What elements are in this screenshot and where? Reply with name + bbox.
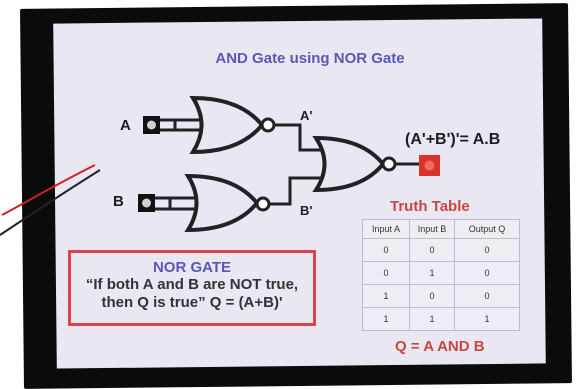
wire-b bbox=[155, 196, 198, 211]
cell: 0 bbox=[454, 238, 520, 262]
pushbutton-a bbox=[143, 116, 160, 134]
cell: 0 bbox=[362, 261, 410, 285]
nor-gate-1 bbox=[189, 95, 265, 155]
nor-box-line2: then Q is true” Q = (A+B)' bbox=[101, 294, 283, 311]
truth-table-title: Truth Table bbox=[390, 198, 470, 215]
table-row: 1 1 1 bbox=[362, 307, 520, 331]
cell: 1 bbox=[362, 307, 410, 331]
header-input-a: Input A bbox=[362, 219, 410, 239]
nor-gate-3-bubble bbox=[381, 156, 397, 172]
cell: 1 bbox=[362, 284, 410, 308]
nor-gate-2-bubble bbox=[255, 196, 271, 212]
table-row: 0 1 0 bbox=[362, 261, 520, 285]
label-input-a: A bbox=[120, 117, 131, 134]
pushbutton-b bbox=[138, 194, 155, 212]
label-b-not: B' bbox=[300, 203, 313, 218]
cell: 1 bbox=[454, 307, 520, 331]
label-input-b: B bbox=[113, 193, 124, 210]
header-output-q: Output Q bbox=[454, 219, 520, 239]
header-input-b: Input B bbox=[409, 219, 455, 239]
wire-b-not bbox=[269, 176, 322, 206]
wire-a-not bbox=[274, 123, 322, 152]
nor-gate-1-bubble bbox=[260, 117, 276, 133]
label-a-not: A' bbox=[300, 108, 313, 123]
cell: 0 bbox=[454, 261, 520, 285]
truth-table: Input A Input B Output Q 0 0 0 0 1 0 1 0… bbox=[362, 219, 520, 331]
output-led bbox=[419, 155, 440, 176]
nor-box-title: NOR GATE bbox=[152, 259, 232, 276]
output-expression: (A'+B')'= A.B bbox=[405, 131, 501, 148]
cell: 0 bbox=[362, 238, 410, 262]
page-title: AND Gate using NOR Gate bbox=[215, 50, 405, 67]
result-equation: Q = A AND B bbox=[395, 338, 485, 355]
table-row: 0 0 0 bbox=[362, 238, 520, 262]
cell: 1 bbox=[409, 307, 455, 331]
nor-definition-box: NOR GATE “If both A and B are NOT true, … bbox=[68, 250, 316, 326]
wire-a bbox=[160, 118, 200, 132]
cell: 0 bbox=[454, 284, 520, 308]
nor-gate-3 bbox=[312, 135, 386, 193]
truth-table-header-row: Input A Input B Output Q bbox=[362, 219, 520, 239]
nor-box-line1: “If both A and B are NOT true, bbox=[85, 276, 299, 293]
table-row: 1 0 0 bbox=[362, 284, 520, 308]
cell: 1 bbox=[409, 261, 455, 285]
cell: 0 bbox=[409, 238, 455, 262]
cell: 0 bbox=[409, 284, 455, 308]
nor-gate-2 bbox=[184, 173, 260, 233]
